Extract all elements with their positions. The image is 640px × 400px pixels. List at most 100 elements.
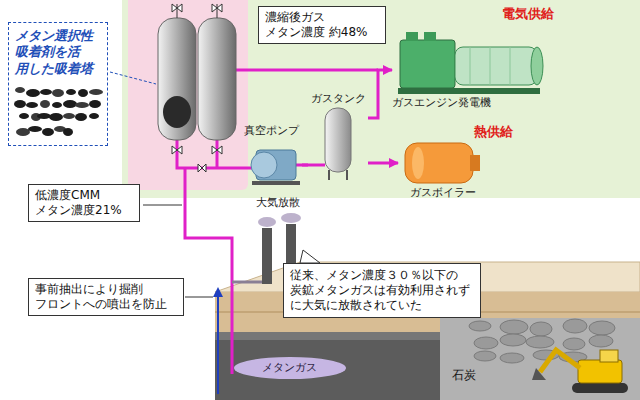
stack: [262, 228, 272, 284]
adsorbent-panel: [110, 72, 156, 84]
coal-seam: [500, 334, 526, 346]
gas-tank: [325, 108, 351, 180]
node-text: 真空ポンプ: [244, 124, 299, 138]
valve: [198, 164, 206, 172]
leader-line: [143, 205, 182, 206]
vent-label: 大気放散: [256, 196, 300, 209]
excavator: [532, 350, 628, 393]
adsorbent-note: メタン選択性 吸着剤を活 用した吸着塔: [8, 22, 108, 146]
boiler-unit: 熱供給ガスボイラー: [398, 124, 508, 202]
node-text: 従来、メタン濃度３０％以下の 炭鉱メタンガスは有効利用されず に大気に放散されて…: [290, 268, 474, 313]
generator: [398, 88, 540, 94]
generator: [455, 47, 537, 85]
adsorbent-granules: [52, 89, 64, 97]
stack: [258, 217, 276, 227]
coal-seam: [589, 335, 613, 347]
adsorption-tower: [158, 4, 236, 140]
node-text: ガスタンク: [308, 92, 368, 106]
callout-tail: [300, 250, 320, 263]
node-text: メタン選択性 吸着剤を活 用した吸着塔: [15, 28, 101, 77]
gas-pipe: [177, 140, 256, 168]
leader-line: [185, 297, 213, 298]
adsorbent-granules: [40, 89, 52, 95]
adsorption-tower: [198, 18, 236, 140]
adsorbent-granules: [37, 113, 51, 119]
coal-seam: [474, 337, 498, 349]
adsorbent-granules: [26, 102, 38, 108]
gas-box: 低濃度CMM メタン濃度21%: [28, 184, 140, 222]
adsorbent-granules: [52, 102, 62, 108]
extraction-arrow: [218, 292, 219, 394]
adsorption-zone: [128, 0, 248, 190]
gas-tank: [325, 108, 351, 172]
note-box: 事前抽出により掘削 フロントへの噴出を防止: [28, 278, 184, 316]
coal-seam: [526, 336, 554, 348]
generator: [398, 32, 543, 94]
adsorbent-panel: [8, 22, 156, 146]
node-text: 電気供給: [502, 6, 554, 22]
adsorbent-granules: [28, 126, 42, 132]
valve: [172, 4, 182, 12]
coal-seam: [500, 320, 528, 334]
coal-seam: [530, 322, 552, 336]
gas-pipe-connector: [368, 162, 398, 165]
node-text: 熱供給: [474, 124, 513, 140]
coal-seam: [500, 353, 524, 363]
generator: [424, 32, 436, 41]
stack: [281, 213, 301, 223]
pump-unit: 真空ポンプ: [244, 124, 302, 188]
ground-block: [215, 332, 470, 340]
valve: [172, 4, 222, 172]
gas-pipe-connector: [302, 164, 308, 167]
generator: [400, 40, 455, 88]
methane-cloud: [234, 357, 346, 379]
excavator: [600, 350, 618, 362]
coal-seam: [589, 321, 615, 335]
gas-tank: [329, 170, 347, 180]
adsorbent-granules: [78, 89, 88, 97]
adsorbent-granules: [19, 113, 29, 119]
generator: [406, 32, 418, 41]
adsorbent-granules: [75, 102, 89, 108]
adsorbent-granules: [66, 89, 76, 95]
gas-pipe: [296, 164, 325, 167]
adsorbent-granules: [63, 100, 77, 108]
adsorbent-panel: [8, 22, 108, 146]
adsorbent-granules: [63, 113, 75, 119]
excavator: [540, 350, 580, 372]
adsorbent-granules: [89, 113, 99, 119]
coal-seam: [469, 321, 491, 331]
node-text: 低濃度CMM メタン濃度21%: [35, 188, 133, 218]
vacuum-pump: [252, 181, 300, 185]
extraction-arrow: [217, 292, 219, 394]
valve: [172, 146, 182, 154]
node-text: 濃縮後ガス メタン濃度 約48%: [265, 10, 379, 40]
adsorbent-granules: [42, 128, 54, 136]
adsorbent-granules: [26, 89, 40, 97]
excavator: [532, 368, 546, 380]
gas-boiler: [405, 143, 473, 183]
vacuum-pump: [251, 152, 277, 178]
gas-boiler: [412, 147, 424, 179]
plant-panel: [122, 0, 640, 198]
valve: [212, 146, 222, 154]
adsorbent-granules: [40, 100, 50, 108]
gas-pipe: [185, 168, 232, 374]
gas-box: 濃縮後ガス メタン濃度 約48%: [258, 6, 386, 44]
adsorbent-granules: [75, 113, 87, 121]
adsorbent-granules: [14, 87, 103, 136]
coal-seam: [474, 351, 496, 361]
vent-pipe: [232, 281, 266, 284]
coal-label: 石炭: [452, 368, 476, 382]
vent-pipe: [232, 282, 266, 283]
callout-tail: [300, 250, 320, 263]
tank-unit: ガスタンク: [308, 92, 368, 180]
adsorbent-granules: [63, 128, 73, 136]
gas-pipe: [216, 140, 219, 168]
gas-label: メタンガス: [262, 361, 317, 374]
gas-pipe: [236, 69, 378, 72]
adsorbent-granules: [89, 89, 103, 95]
node-text: ガスエンジン発電機: [392, 96, 491, 110]
